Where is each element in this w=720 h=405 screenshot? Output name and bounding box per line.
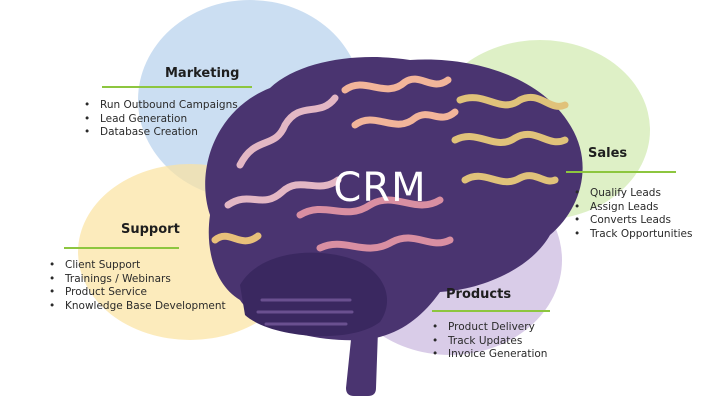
crm-center-label: CRM [333, 165, 427, 211]
products-item: Track Updates [430, 335, 547, 349]
marketing-rule [102, 86, 252, 88]
support-item: Product Service [47, 286, 226, 300]
marketing-list: Run Outbound Campaigns Lead Generation D… [82, 99, 238, 140]
support-item: Knowledge Base Development [47, 300, 226, 314]
sales-item: Assign Leads [572, 201, 692, 215]
marketing-item: Run Outbound Campaigns [82, 99, 238, 113]
brain-folds [211, 75, 569, 326]
sales-item: Qualify Leads [572, 187, 692, 201]
marketing-item: Database Creation [82, 126, 238, 140]
products-item: Invoice Generation [430, 348, 547, 362]
products-item: Product Delivery [430, 321, 547, 335]
sales-item: Track Opportunities [572, 228, 692, 242]
support-list: Client Support Trainings / Webinars Prod… [47, 259, 226, 313]
sales-rule [566, 171, 676, 173]
cerebellum [240, 252, 388, 337]
products-title: Products [446, 287, 512, 302]
support-item: Client Support [47, 259, 226, 273]
support-rule [64, 247, 179, 249]
sales-title: Sales [588, 146, 628, 161]
support-item: Trainings / Webinars [47, 273, 226, 287]
sales-list: Qualify Leads Assign Leads Converts Lead… [572, 187, 692, 241]
support-title: Support [121, 222, 180, 237]
products-rule [432, 310, 550, 312]
sales-item: Converts Leads [572, 214, 692, 228]
marketing-item: Lead Generation [82, 113, 238, 127]
products-list: Product Delivery Track Updates Invoice G… [430, 321, 547, 362]
marketing-title: Marketing [165, 66, 240, 81]
brain-illustration [205, 57, 583, 396]
brain-stem [346, 330, 378, 396]
